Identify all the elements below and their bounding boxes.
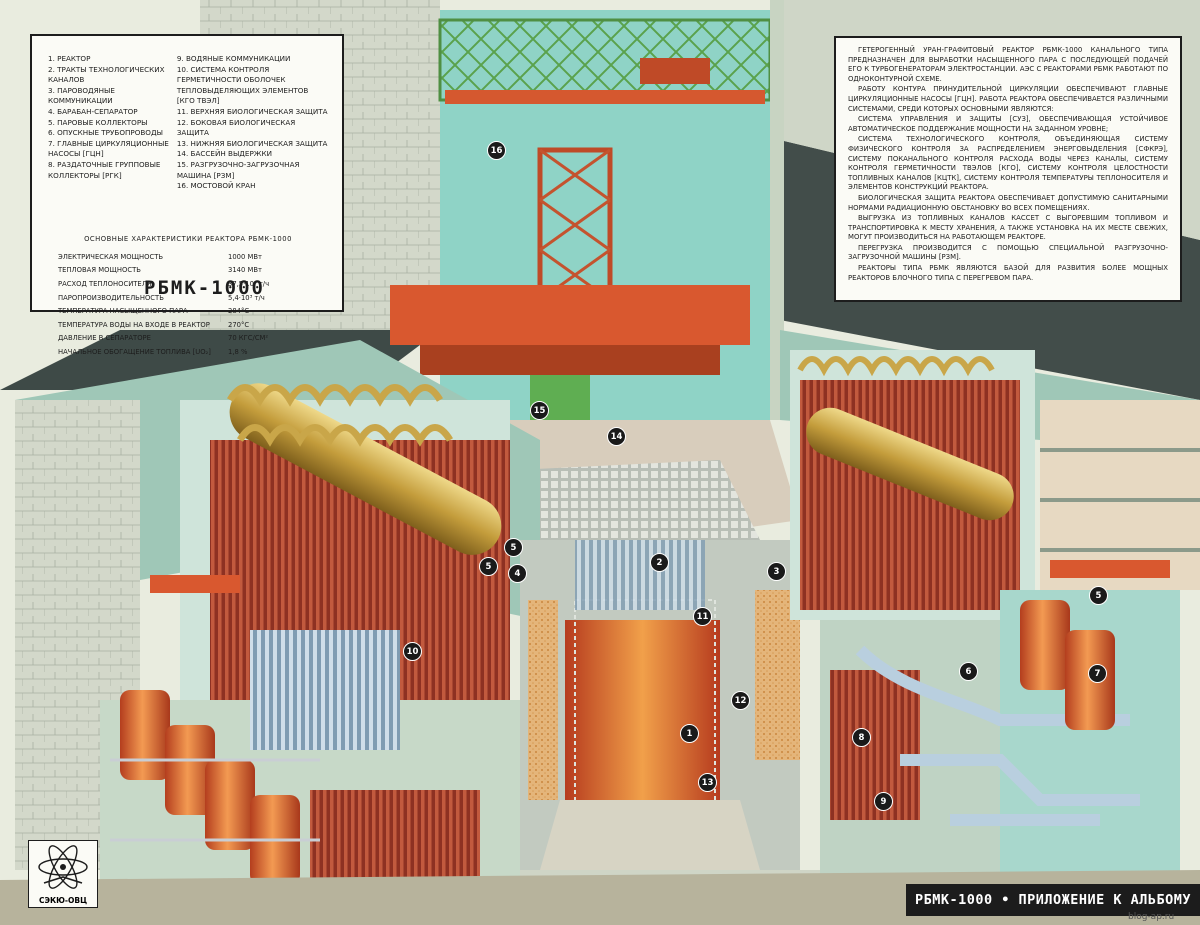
core-channel-tubes: [575, 540, 705, 610]
steam-collector-loops: [226, 384, 454, 447]
spec-label: ТЕМПЕРАТУРА ВОДЫ НА ВХОДЕ В РЕАКТОР: [58, 320, 210, 329]
legend-item: 9. ВОДЯНЫЕ КОММУНИКАЦИИ: [176, 54, 291, 63]
core-side-shielding-left: [528, 600, 558, 800]
hall-right-wall: [770, 0, 784, 420]
left-water-pipes: [250, 630, 400, 750]
callout-8: 8: [852, 728, 871, 747]
right-crane: [1050, 560, 1170, 578]
description-paragraph: ВЫГРУЗКА ИЗ ТОПЛИВНЫХ КАНАЛОВ КАССЕТ С В…: [848, 214, 1168, 242]
callout-7: 7: [1088, 664, 1107, 683]
callout-16: 16: [487, 141, 506, 160]
callout-2: 2: [650, 553, 669, 572]
watermark: blog-ap.ru: [1128, 912, 1175, 922]
bottom-biological-shield: [540, 800, 760, 870]
refuelling-machine-gantry: [390, 285, 750, 345]
legend-item: 10. СИСТЕМА КОНТРОЛЯ ГЕРМЕТИЧНОСТИ ОБОЛО…: [176, 64, 309, 106]
legend-item: 13. НИЖНЯЯ БИОЛОГИЧЕСКАЯ ЗАЩИТА: [176, 138, 328, 148]
crane-rail: [445, 90, 765, 104]
spec-value: 5,4·10³ т/ч: [228, 293, 265, 302]
description-paragraph: ПЕРЕГРУЗКА ПРОИЗВОДИТСЯ С ПОМОЩЬЮ СПЕЦИА…: [848, 243, 1168, 262]
spec-label: РАСХОД ТЕПЛОНОСИТЕЛЯ: [58, 280, 152, 288]
footer-title: РБМК-1000 • ПРИЛОЖЕНИЕ К АЛЬБОМУ: [906, 884, 1200, 916]
legend-item: 14. БАССЕЙН ВЫДЕРЖКИ: [176, 149, 273, 159]
spec-label: ДАВЛЕНИЕ В СЕПАРАТОРЕ: [58, 334, 151, 343]
legend-item: 6. ОПУСКНЫЕ ТРУБОПРОВОДЫ: [48, 128, 163, 138]
legend-list-left: 1. РЕАКТОР 2. ТРАКТЫ ТЕХНОЛОГИЧЕСКИХ КАН…: [48, 54, 171, 192]
callout-13: 13: [698, 773, 717, 792]
callout-6: 6: [959, 662, 978, 681]
callout-5b: 5: [479, 557, 498, 576]
callout-12: 12: [731, 691, 750, 710]
spec-label: ТЕМПЕРАТУРА НАСЫЩЕННОГО ПАРА: [58, 307, 188, 316]
spec-value: 3140 МВт: [228, 266, 262, 275]
legend-title: РБМК-1000: [144, 277, 265, 299]
atom-book-icon: [38, 845, 88, 889]
legend-item: 16. МОСТОВОЙ КРАН: [176, 181, 256, 191]
spec-row: ДАВЛЕНИЕ В СЕПАРАТОРЕ 70 КГС/СМ²: [58, 332, 308, 346]
spec-label: НАЧАЛЬНОЕ ОБОГАЩЕНИЕ ТОПЛИВА [UO₂]: [58, 347, 211, 356]
callout-3: 3: [767, 562, 786, 581]
hall-roof-truss: [440, 20, 770, 100]
spec-row: РАСХОД ТЕПЛОНОСИТЕЛЯ 37,5·10³ т/ч: [58, 278, 308, 292]
callout-15: 15: [530, 401, 549, 420]
foundation: [0, 870, 1200, 925]
legend-item: 5. ПАРОВЫЕ КОЛЛЕКТОРЫ: [48, 117, 148, 127]
steam-separator-drum-right: [806, 407, 1014, 521]
description-paragraph: СИСТЕМА УПРАВЛЕНИЯ И ЗАЩИТЫ [СУЗ], ОБЕСП…: [848, 115, 1168, 133]
spec-row: НАЧАЛЬНОЕ ОБОГАЩЕНИЕ ТОПЛИВА [UO₂] 1,8 %: [58, 345, 308, 359]
left-crane: [150, 575, 240, 593]
steam-separator-drum-left: [229, 383, 502, 555]
main-circulation-pumps-left: [110, 690, 320, 885]
spec-row: ТЕМПЕРАТУРА НАСЫЩЕННОГО ПАРА 284°C: [58, 305, 308, 319]
spec-label: ТЕПЛОВАЯ МОЩНОСТЬ: [58, 266, 141, 275]
right-storage-wall: [1040, 400, 1200, 590]
description-paragraph: БИОЛОГИЧЕСКАЯ ЗАЩИТА РЕАКТОРА ОБЕСПЕЧИВА…: [848, 193, 1168, 212]
spec-label: ЭЛЕКТРИЧЕСКАЯ МОЩНОСТЬ: [58, 252, 164, 261]
specs-table: ЭЛЕКТРИЧЕСКАЯ МОЩНОСТЬ 1000 МВт ТЕПЛОВАЯ …: [58, 250, 308, 359]
legend-list-right: 9. ВОДЯНЫЕ КОММУНИКАЦИИ 10. СИСТЕМА КОНТ…: [177, 54, 328, 192]
legend-panel: 1. РЕАКТОР 2. ТРАКТЫ ТЕХНОЛОГИЧЕСКИХ КАН…: [30, 34, 344, 356]
legend-item: 3. ПАРОВОДЯНЫЕ КОММУНИКАЦИИ: [48, 85, 115, 106]
spec-value: 270°C: [228, 320, 250, 329]
description-paragraph: ГЕТЕРОГЕННЫЙ УРАН-ГРАФИТОВЫЙ РЕАКТОР РБМ…: [848, 46, 1168, 83]
legend-item: 12. БОКОВАЯ БИОЛОГИЧЕСКАЯ ЗАЩИТА: [176, 117, 296, 138]
legend-item: 2. ТРАКТЫ ТЕХНОЛОГИЧЕСКИХ КАНАЛОВ: [48, 64, 165, 85]
legend-item: 4. БАРАБАН-СЕПАРАТОР: [48, 106, 138, 116]
spec-row: ПАРОПРОИЗВОДИТЕЛЬНОСТЬ 5,4·10³ т/ч: [58, 291, 308, 305]
spec-value: 1000 МВт: [228, 252, 262, 261]
bridge-crane-trolley: [640, 58, 710, 84]
legend-item: 8. РАЗДАТОЧНЫЕ ГРУППОВЫЕ КОЛЛЕКТОРЫ [РГК…: [48, 159, 161, 180]
callout-14: 14: [607, 427, 626, 446]
callout-10: 10: [403, 642, 422, 661]
right-water-pipes: [855, 645, 1140, 826]
description-panel: ГЕТЕРОГЕННЫЙ УРАН-ГРАФИТОВЫЙ РЕАКТОР РБМ…: [834, 36, 1182, 302]
spec-value: 1,8 %: [228, 347, 248, 356]
callout-9: 9: [874, 792, 893, 811]
description-paragraph: РАБОТУ КОНТУРА ПРИНУДИТЕЛЬНОЙ ЦИРКУЛЯЦИИ…: [848, 85, 1168, 113]
reactor-core: [565, 620, 720, 800]
spec-row: ТЕМПЕРАТУРА ВОДЫ НА ВХОДЕ В РЕАКТОР 270°C: [58, 318, 308, 332]
callout-11: 11: [693, 607, 712, 626]
callout-1: 1: [680, 724, 699, 743]
spec-value: 37,5·10³ т/ч: [228, 280, 270, 288]
legend-item: 15. РАЗГРУЗОЧНО-ЗАГРУЗОЧНАЯ МАШИНА [РЗМ]: [176, 159, 300, 180]
specs-title: ОСНОВНЫЕ ХАРАКТЕРИСТИКИ РЕАКТОРА РБМК-10…: [84, 234, 292, 243]
spec-row: ТЕПЛОВАЯ МОЩНОСТЬ 3140 МВт: [58, 264, 308, 278]
logo-text: СЭКЮ-ОВЦ: [38, 896, 88, 905]
description-paragraph: СИСТЕМА ТЕХНОЛОГИЧЕСКОГО КОНТРОЛЯ, ОБЪЕД…: [848, 135, 1168, 192]
legend-item: 7. ГЛАВНЫЕ ЦИРКУЛЯЦИОННЫЕ НАСОСЫ [ГЦН]: [48, 138, 169, 159]
spec-label: ПАРОПРОИЗВОДИТЕЛЬНОСТЬ: [58, 293, 164, 302]
callout-5c: 5: [1089, 586, 1108, 605]
spec-row: ЭЛЕКТРИЧЕСКАЯ МОЩНОСТЬ 1000 МВт: [58, 250, 308, 264]
spec-value: 284°C: [228, 307, 250, 316]
callout-4: 4: [508, 564, 527, 583]
publisher-logo: СЭКЮ-ОВЦ: [28, 840, 98, 908]
legend-item: 1. РЕАКТОР: [48, 54, 91, 63]
spec-value: 70 КГС/СМ²: [228, 334, 269, 343]
description-paragraph: РЕАКТОРЫ ТИПА РБМК ЯВЛЯЮТСЯ БАЗОЙ ДЛЯ РА…: [848, 264, 1168, 282]
legend-item: 11. ВЕРХНЯЯ БИОЛОГИЧЕСКАЯ ЗАЩИТА: [176, 106, 328, 116]
callout-5a: 5: [504, 538, 523, 557]
